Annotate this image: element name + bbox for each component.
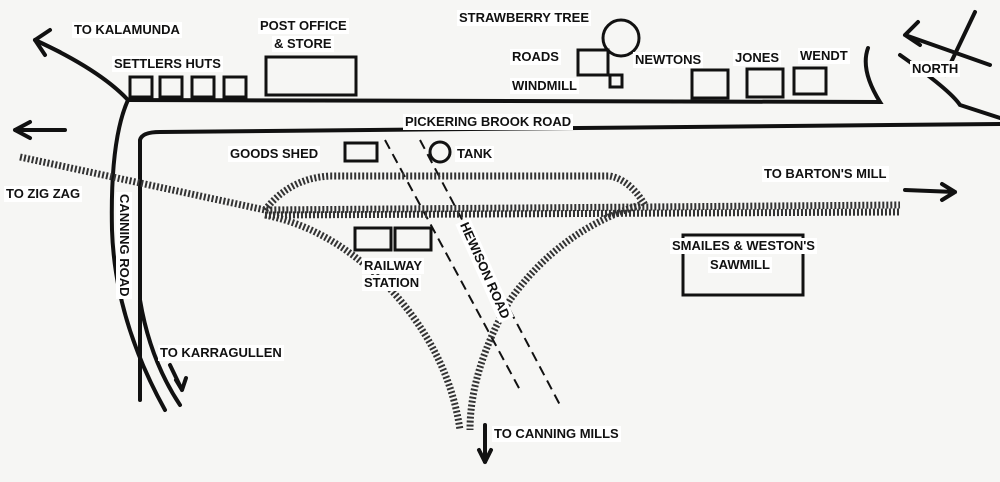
canning-road-west [109, 98, 167, 412]
label-settlers-huts: SETTLERS HUTS [112, 56, 223, 72]
label-jones: JONES [733, 50, 782, 66]
railway-station [393, 226, 433, 252]
post-office-building [264, 55, 358, 97]
label-newtons: NEWTONS [633, 52, 704, 68]
label-railway: RAILWAY [362, 258, 425, 274]
newtons-house [690, 68, 730, 100]
label-post-office: POST OFFICE [258, 18, 349, 34]
label-roads: ROADS [510, 49, 561, 65]
label-store: & STORE [272, 36, 334, 52]
label-to-canning-mills: TO CANNING MILLS [492, 426, 621, 442]
arrow-kalamunda [33, 28, 62, 57]
settlers-hut [222, 75, 248, 99]
railway-loop [262, 172, 649, 213]
label-goods-shed: GOODS SHED [228, 146, 321, 162]
label-wendt: WENDT [798, 48, 850, 64]
north-arrow [903, 10, 992, 77]
railway-siding [264, 208, 901, 219]
road-south-edge [138, 122, 1000, 402]
label-pickering-brook-road: PICKERING BROOK ROAD [403, 114, 574, 130]
wendt-house [792, 66, 828, 96]
label-canning-road: CANNING ROAD [116, 192, 132, 299]
roads-building [576, 48, 610, 77]
arrow-karragullen [168, 363, 188, 392]
goods-shed [343, 141, 379, 163]
settlers-hut [190, 75, 216, 99]
label-to-zig-zag: TO ZIG ZAG [4, 186, 83, 202]
sawmill [681, 233, 805, 297]
label-windmill: WINDMILL [510, 78, 579, 94]
windmill-symbol [608, 73, 624, 89]
settlers-hut [158, 75, 184, 99]
label-station: STATION [362, 275, 422, 291]
canning-road-east [138, 298, 182, 407]
arrow-bartons [903, 182, 957, 202]
settlers-hut [128, 75, 154, 99]
railway-station [353, 226, 393, 252]
label-north: NORTH [910, 61, 961, 77]
label-tank: TANK [455, 146, 495, 162]
tank [428, 140, 452, 164]
arrow-canning-mills [477, 423, 493, 464]
label-to-bartons-mill: TO BARTON'S MILL [762, 166, 889, 182]
label-to-karragullen: TO KARRAGULLEN [158, 345, 284, 361]
arrow-zigzag [13, 120, 67, 140]
label-sawmill: SAWMILL [708, 257, 772, 273]
label-smailes-westons: SMAILES & WESTON'S [670, 238, 817, 254]
railway-branch-west [264, 211, 464, 431]
label-to-kalamunda: TO KALAMUNDA [72, 22, 182, 38]
label-strawberry-tree: STRAWBERRY TREE [457, 10, 592, 26]
railway-branch-east [466, 201, 642, 431]
strawberry-tree [601, 18, 641, 58]
jones-house [745, 67, 785, 99]
railway-main [19, 153, 901, 214]
